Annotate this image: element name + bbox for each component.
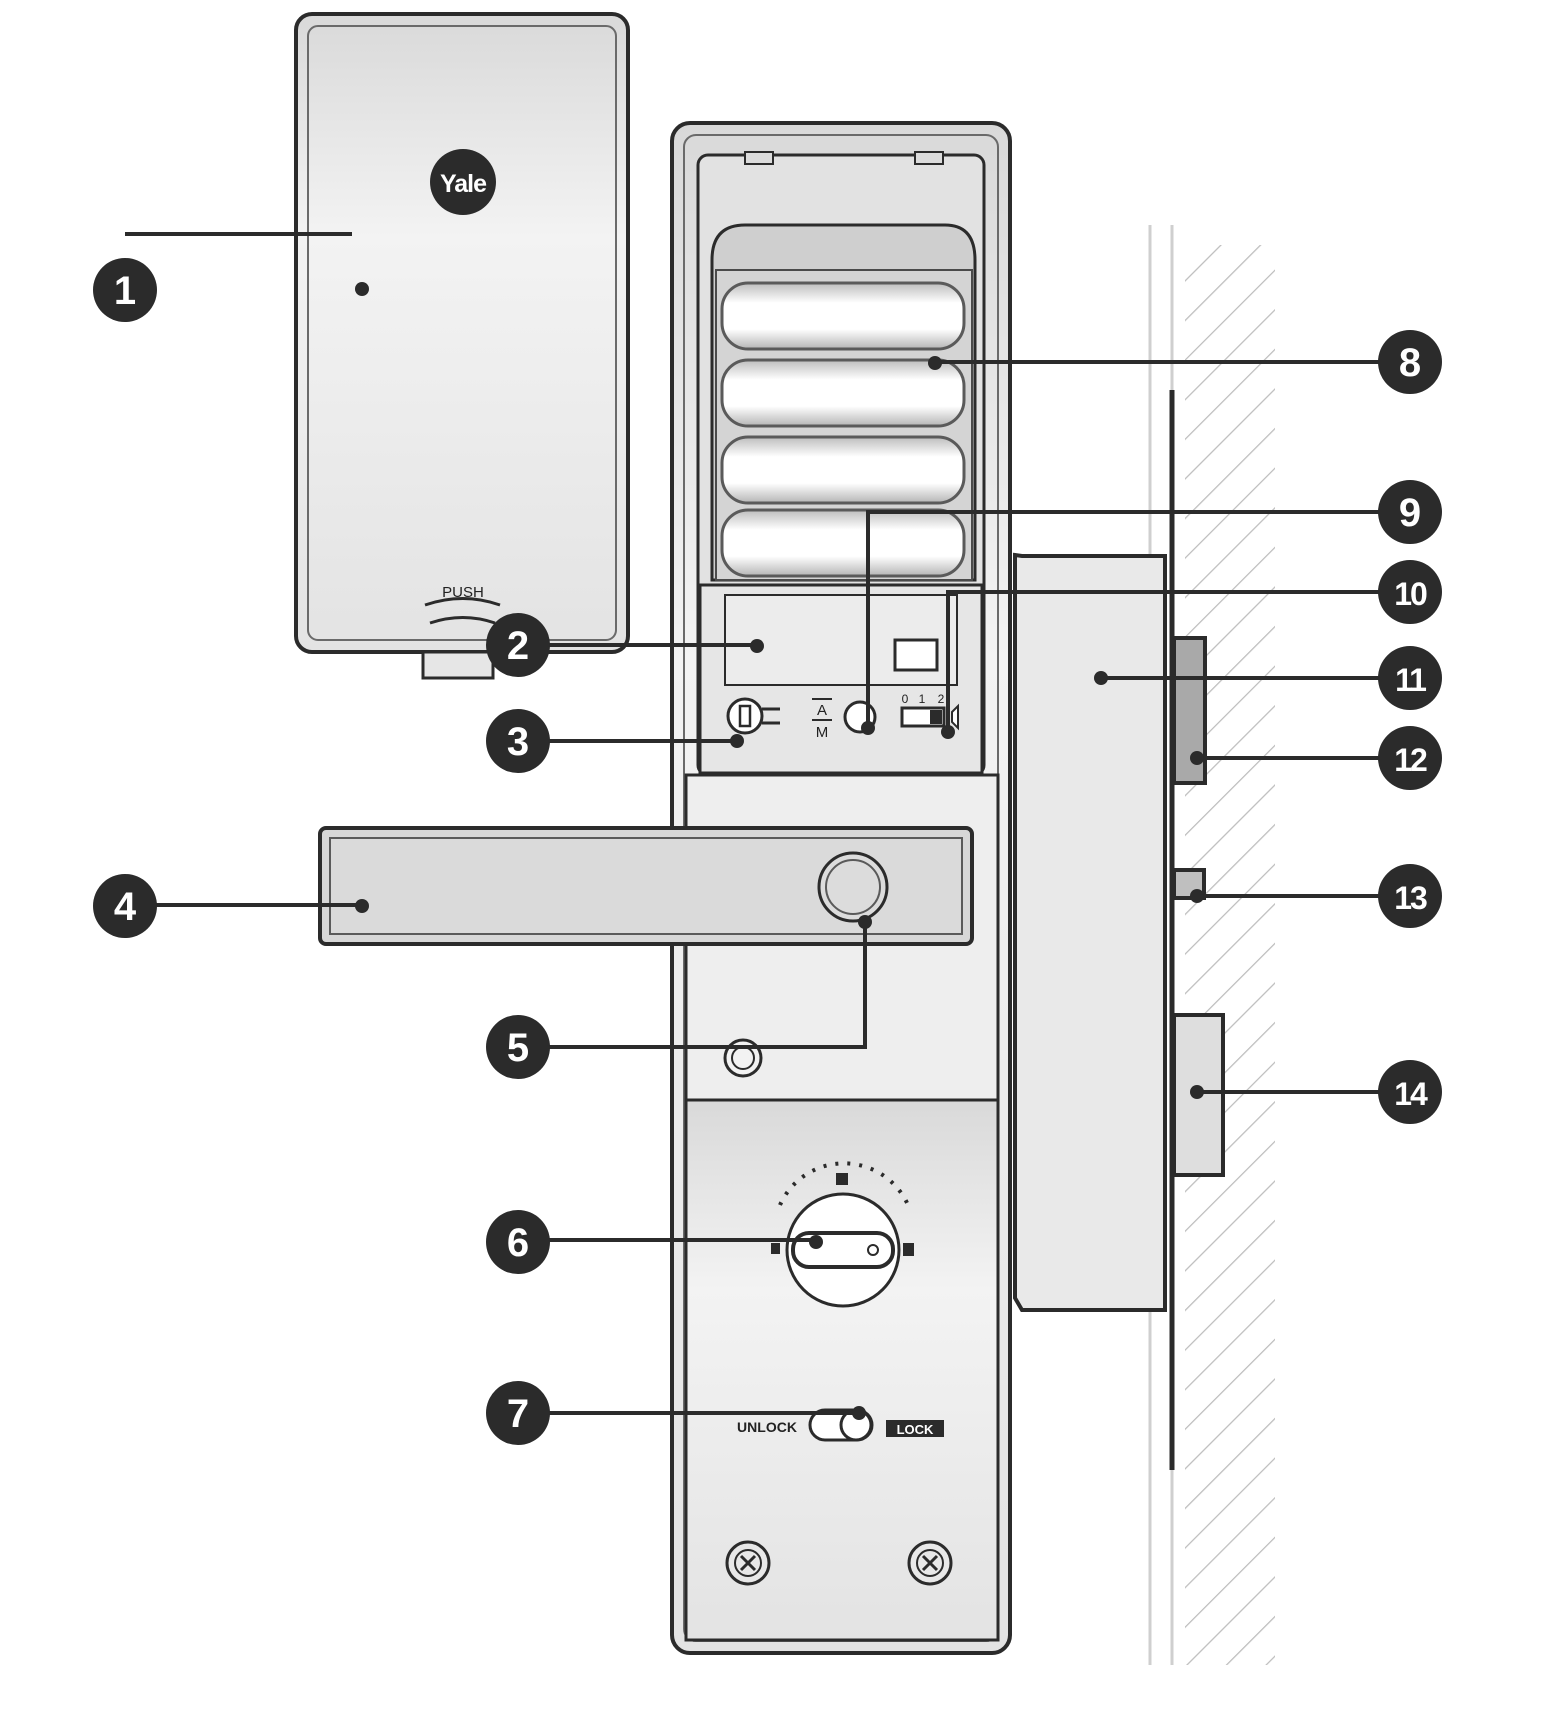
callout-13-label: 13 — [1394, 880, 1427, 916]
callout-4-label: 4 — [114, 885, 137, 929]
callout-11-label: 11 — [1395, 662, 1426, 698]
callout-11: 11 — [1378, 646, 1442, 710]
callout-6-label: 6 — [507, 1221, 529, 1265]
callout-1: 1 — [93, 258, 157, 322]
callout-9: 9 — [1378, 480, 1442, 544]
callout-14: 14 — [1378, 1060, 1442, 1124]
callout-10: 10 — [1378, 560, 1442, 624]
volume-scale-1: 1 — [919, 692, 926, 706]
wall — [1148, 225, 1275, 1665]
mortise-body — [1013, 552, 1167, 1312]
callout-4: 4 — [93, 874, 157, 938]
lever-handle[interactable] — [318, 826, 974, 946]
yale-logo — [430, 149, 496, 215]
callout-12: 12 — [1378, 726, 1442, 790]
battery — [720, 508, 966, 578]
battery — [720, 281, 966, 351]
unlock-icon — [836, 1173, 848, 1185]
leader-dots — [355, 282, 1204, 1420]
callout-13: 13 — [1378, 864, 1442, 928]
callout-7-label: 7 — [507, 1392, 529, 1436]
battery — [720, 435, 966, 505]
callout-9-label: 9 — [1399, 491, 1421, 535]
lock-label: LOCK — [897, 1422, 934, 1437]
leader-lines — [125, 232, 1383, 1415]
screws — [725, 1540, 953, 1586]
callout-12-label: 12 — [1394, 742, 1427, 778]
callout-3: 3 — [486, 709, 550, 773]
volume-scale-2: 2 — [938, 692, 945, 706]
callout-8-label: 8 — [1399, 341, 1421, 385]
callout-5: 5 — [486, 1015, 550, 1079]
push-label: PUSH — [442, 584, 484, 601]
callout-7: 7 — [486, 1381, 550, 1445]
callout-8: 8 — [1378, 330, 1442, 394]
callout-2: 2 — [486, 613, 550, 677]
mode-m-label: M — [816, 724, 829, 741]
speaker-icon — [951, 703, 959, 731]
callout-5-label: 5 — [507, 1026, 529, 1070]
callout-2-label: 2 — [507, 624, 529, 668]
battery — [720, 358, 966, 428]
volume-scale-0: 0 — [902, 692, 909, 706]
control-panel: A M 0 1 2 — [698, 583, 984, 775]
handle-sensor — [817, 851, 889, 923]
callout-10-label: 10 — [1394, 576, 1427, 612]
lock-icon — [903, 1243, 914, 1256]
callout-1-label: 1 — [114, 269, 136, 313]
mode-a-label: A — [817, 702, 827, 719]
callout-3-label: 3 — [507, 720, 529, 764]
battery-cover[interactable]: Yale PUSH — [294, 12, 630, 680]
logo-text: Yale — [440, 170, 487, 198]
callout-6: 6 — [486, 1210, 550, 1274]
callout-14-label: 14 — [1394, 1076, 1428, 1112]
register-button[interactable] — [893, 638, 939, 672]
batteries — [720, 281, 966, 578]
unlock-label: UNLOCK — [737, 1419, 797, 1435]
cover-tab — [421, 650, 495, 680]
